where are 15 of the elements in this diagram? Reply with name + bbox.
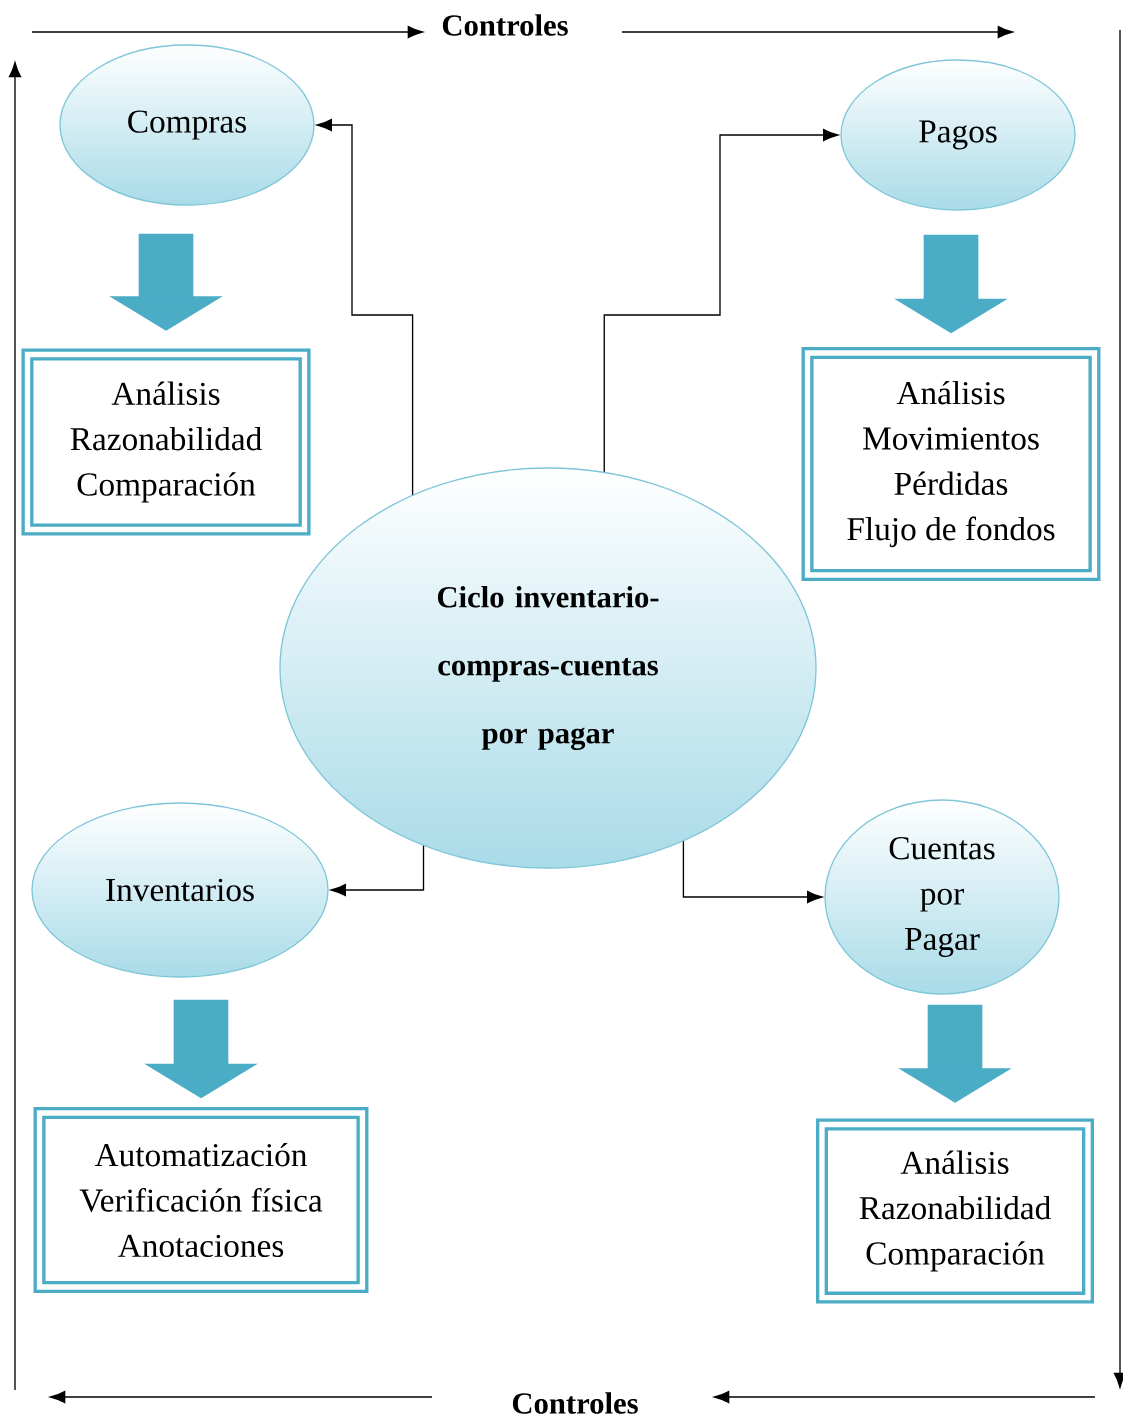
- controls-label: Controles: [512, 1392, 638, 1414]
- controls-label: Controles: [442, 14, 568, 36]
- ellipse-node: Pagos: [840, 59, 1076, 211]
- arrow: [682, 840, 823, 904]
- text-box: Automatización Verificación física Anotaciones: [33, 1107, 369, 1293]
- text-box: Análisis Movimientos Pérdidas Flujo de fondos: [801, 347, 1101, 581]
- arrow: [603, 128, 839, 473]
- ellipse-node: Cuentas por Pagar: [824, 799, 1060, 995]
- text-box: Análisis Razonabilidad Comparación: [816, 1118, 1094, 1304]
- arrow: [330, 845, 425, 897]
- arrow: [316, 118, 414, 496]
- text-box: Análisis Razonabilidad Comparación: [21, 348, 311, 536]
- ellipse-node: Compras: [59, 44, 315, 206]
- ellipse-node: Ciclo inventario-compras-cuentas por pagar: [279, 467, 817, 869]
- ellipse-node: Inventarios: [31, 802, 329, 978]
